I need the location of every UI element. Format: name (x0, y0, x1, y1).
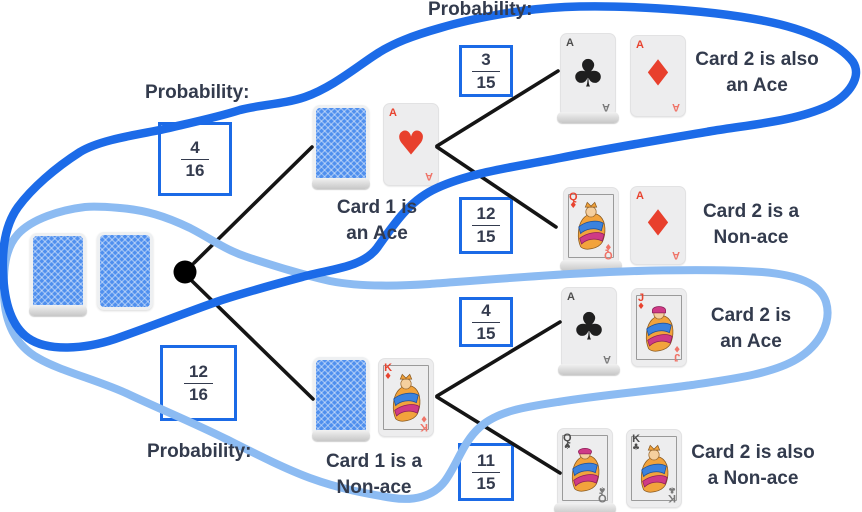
card-base (560, 260, 622, 271)
tree-branch-lines (190, 69, 562, 475)
card-corner-index: A (636, 190, 644, 202)
card-corner-index: J♦ (672, 343, 681, 363)
court-figure-art (577, 201, 606, 250)
card-back-deck-2 (97, 232, 153, 310)
card-ace-of-clubs: A ♣ A (558, 287, 620, 375)
card-corner-index: A (566, 37, 574, 49)
caption-line: an Ace (726, 75, 788, 96)
card-ace-of-diamonds: A ♦ A (630, 35, 686, 117)
caption-card2-also-nonace: Card 2 is also a Non-ace (688, 440, 818, 492)
caption-card2-ace: Card 2 is an Ace (691, 303, 811, 355)
club-icon: ♣ (571, 304, 607, 349)
probability-label-top: Probability: (428, 0, 533, 20)
card-ace-of-diamonds: A ♦ A (630, 186, 686, 265)
probability-label-left: Probability: (145, 82, 250, 103)
card-back-draw1-ace (312, 105, 370, 189)
caption-line: Non-ace (713, 227, 789, 248)
card-corner-index: A (672, 101, 680, 113)
card-base (554, 503, 616, 512)
caption-card2-also-ace: Card 2 is also an Ace (692, 47, 822, 99)
card-corner-index: K♦ (419, 413, 428, 433)
card-corner-index: Q♠ (598, 484, 607, 504)
card-ace-of-hearts: A ♥ A (383, 103, 439, 186)
card-base (557, 112, 619, 123)
caption-card1-nonace: Card 1 is a Non-ace (314, 449, 434, 501)
card-queen-of-spades: Q♠ Q♠ (554, 428, 616, 512)
card-corner-index: A (389, 107, 397, 119)
root-node-dot (173, 260, 197, 284)
card-base (312, 430, 370, 441)
card-corner-index: A (602, 101, 610, 113)
caption-line: Non-ace (336, 477, 412, 498)
card-base (312, 178, 370, 189)
card-back-deck-1 (29, 233, 87, 316)
card-ace-of-clubs: A ♣ A (557, 33, 619, 123)
card-corner-index: A (425, 170, 433, 182)
card-king-of-diamonds: K♦ K♦ (378, 358, 434, 437)
card-corner-index: K♣ (667, 484, 676, 504)
caption-line: Card 1 is (336, 197, 418, 218)
heart-icon: ♥ (396, 123, 426, 163)
diamond-icon: ♦ (641, 53, 675, 95)
club-icon: ♣ (570, 51, 606, 96)
card-queen-of-diamonds: Q♦ Q♦ (560, 187, 622, 271)
caption-line: Card 1 is a (325, 451, 423, 472)
card-base (29, 305, 87, 316)
caption-line: Card 2 is a (702, 201, 800, 222)
caption-card2-nonace: Card 2 is a Non-ace (691, 199, 811, 251)
card-corner-index: Q♦ (604, 241, 613, 261)
card-back-draw1-nonace (312, 357, 370, 441)
diamond-icon: ♦ (641, 203, 675, 245)
caption-line: Card 2 is also (695, 49, 819, 70)
caption-line: an Ace (720, 331, 782, 352)
card-corner-index: A (672, 249, 680, 261)
court-figure-art (640, 444, 669, 492)
probability-label-bottom: Probability: (147, 441, 252, 462)
caption-card1-ace: Card 1 is an Ace (317, 195, 437, 247)
court-figure-art (645, 305, 674, 351)
card-corner-index: A (603, 353, 611, 365)
court-figure-art (571, 448, 600, 492)
caption-line: Card 2 is also (691, 442, 815, 463)
caption-line: Card 2 is (710, 305, 792, 326)
card-king-of-clubs: K♣ K♣ (626, 429, 682, 508)
card-corner-index: A (567, 291, 575, 303)
caption-line: a Non-ace (707, 468, 799, 489)
card-corner-index: A (636, 39, 644, 51)
caption-line: an Ace (346, 223, 408, 244)
card-base (558, 364, 620, 375)
card-jack-of-diamonds: J♦ J♦ (631, 288, 687, 367)
court-figure-art (392, 373, 421, 421)
